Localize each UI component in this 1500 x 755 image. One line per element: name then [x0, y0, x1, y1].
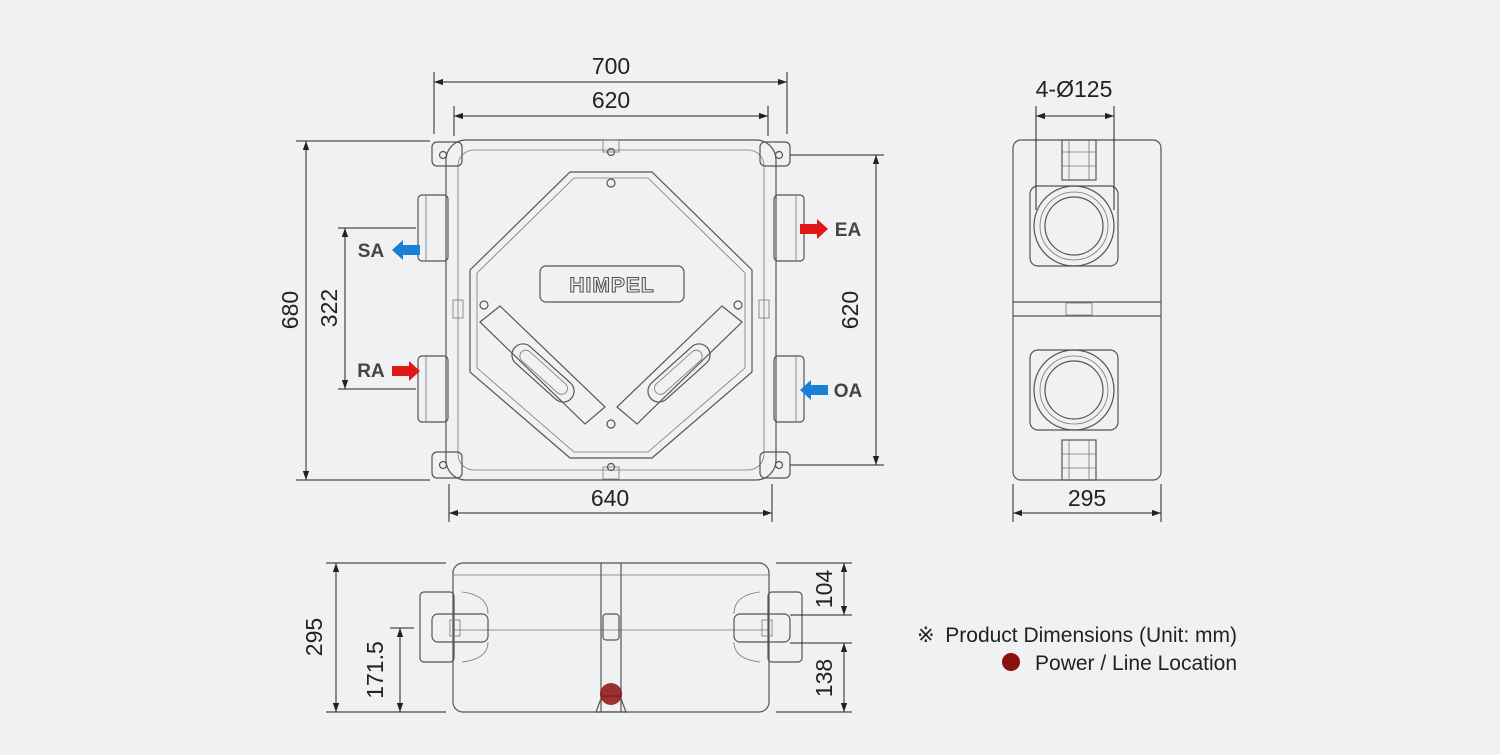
ea-arrow-icon: [800, 219, 828, 239]
side-view: 4-Ø125 295: [1012, 76, 1162, 522]
svg-text:322: 322: [316, 289, 342, 327]
front-duct-left: [419, 591, 489, 663]
panel-screw: [606, 419, 616, 429]
sa-arrow-icon: [392, 240, 420, 260]
dimension-322: 322: [316, 227, 416, 390]
svg-text:620: 620: [592, 87, 630, 113]
panel-screw: [606, 178, 616, 188]
port-label-sa: SA: [358, 241, 385, 262]
front-duct-right: [733, 591, 803, 663]
svg-text:295: 295: [1068, 485, 1106, 511]
svg-text:138: 138: [811, 659, 837, 697]
port-label-ea: EA: [835, 220, 862, 241]
top-view: HIMPEL SA RA EA OA 700: [277, 53, 884, 522]
logo-text: HIMPEL: [569, 274, 654, 297]
dimension-620-right: 620: [790, 154, 884, 466]
power-location-marker-icon: [600, 683, 622, 705]
duct-collar-ra: [417, 355, 449, 423]
dimension-680: 680: [277, 140, 430, 481]
side-tab-left: [452, 299, 464, 319]
ra-arrow-icon: [392, 361, 420, 381]
dimension-295-height: 295: [301, 562, 446, 713]
duct-opening-lower: [1029, 349, 1119, 431]
dimension-640: 640: [448, 484, 773, 522]
svg-text:680: 680: [277, 291, 303, 329]
side-clamp-top: [1061, 139, 1097, 181]
svg-text:171.5: 171.5: [362, 641, 388, 699]
legend: ※ Product Dimensions (Unit: mm) Power / …: [917, 624, 1237, 675]
side-clamp-bottom: [1061, 439, 1097, 481]
oa-arrow-icon: [800, 380, 828, 400]
front-center-clamp: [602, 613, 620, 641]
dimension-700: 700: [433, 53, 788, 134]
panel-screw: [733, 300, 743, 310]
note-text: Product Dimensions (Unit: mm): [945, 624, 1237, 647]
svg-text:640: 640: [591, 485, 629, 511]
side-label-plate: [1065, 302, 1093, 316]
svg-text:295: 295: [301, 618, 327, 656]
bottom-screw: [602, 462, 620, 480]
mounting-bracket-top-left: [431, 141, 463, 167]
mounting-bracket-bottom-left: [431, 451, 463, 479]
dimension-104: 104: [776, 562, 852, 616]
dimension-duct-diameter: 4-Ø125: [1035, 76, 1115, 210]
port-label-ra: RA: [357, 361, 385, 382]
duct-collar-oa: [773, 355, 805, 423]
heat-exchanger-panel: [469, 171, 753, 459]
dimension-171-5: 171.5: [362, 627, 414, 712]
mounting-bracket-top-right: [759, 141, 791, 167]
port-label-oa: OA: [834, 381, 863, 402]
side-tab-right: [758, 299, 770, 319]
top-screw: [602, 139, 620, 157]
note-symbol: ※: [917, 624, 935, 647]
panel-screw: [479, 300, 489, 310]
duct-collar-sa: [417, 194, 449, 262]
power-legend-text: Power / Line Location: [1035, 652, 1237, 675]
filter-handle-right: [616, 305, 743, 425]
filter-handle-left: [479, 305, 606, 425]
dimension-138: 138: [776, 642, 852, 713]
svg-text:4-Ø125: 4-Ø125: [1036, 76, 1113, 102]
mounting-bracket-bottom-right: [759, 451, 791, 479]
duct-collar-ea: [773, 194, 805, 262]
logo-plate: [539, 265, 685, 303]
dimension-295-width: 295: [1012, 484, 1162, 522]
svg-text:104: 104: [811, 570, 837, 609]
front-view: 295 171.5 104 138: [301, 562, 852, 713]
dimension-620-top: 620: [453, 87, 769, 136]
svg-text:620: 620: [837, 291, 863, 329]
svg-text:700: 700: [592, 53, 630, 79]
power-legend-icon: [1002, 653, 1020, 671]
duct-opening-upper: [1029, 185, 1119, 267]
